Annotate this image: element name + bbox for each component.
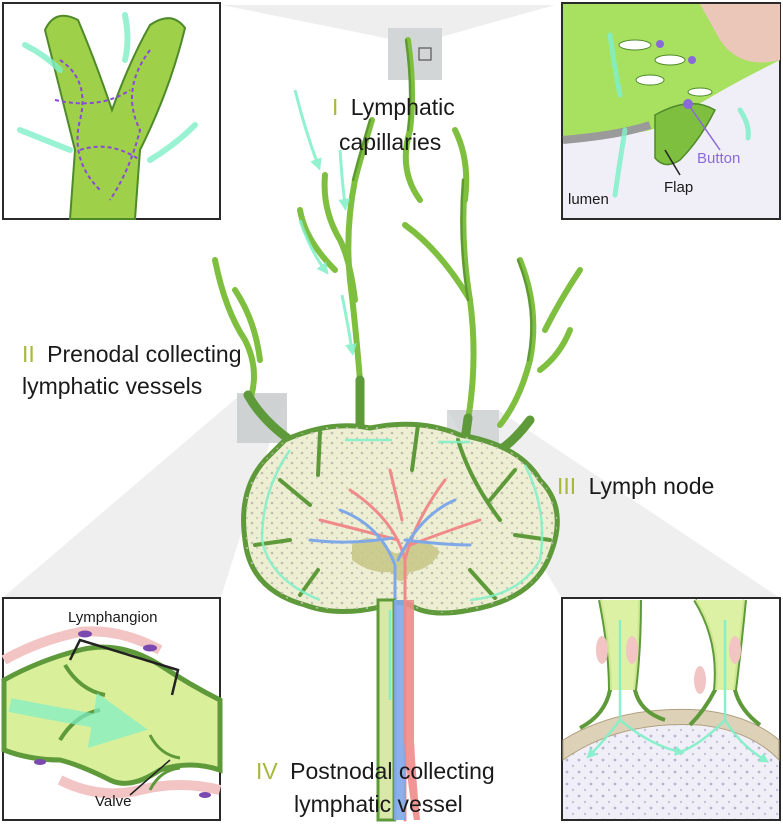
prenodal-line-1: Prenodal collecting bbox=[47, 341, 241, 367]
label-postnodal: IV Postnodal collecting bbox=[256, 758, 495, 784]
capillaries-line-2: capillaries bbox=[339, 129, 441, 155]
main-labels: I Lymphatic capillaries II Prenodal coll… bbox=[22, 94, 714, 817]
lymph-node-line-1: Lymph node bbox=[589, 473, 715, 499]
numeral-ii: II bbox=[22, 341, 35, 367]
inset-lymphangion: Lymphangion Valve bbox=[1, 597, 223, 821]
prenodal-line-2: lymphatic vessels bbox=[22, 373, 202, 399]
flap-label: Flap bbox=[664, 179, 693, 196]
lymph-flow-arrows bbox=[293, 89, 357, 356]
postnodal-line-1: Postnodal collecting bbox=[290, 758, 495, 784]
label-lymph-node: III Lymph node bbox=[557, 473, 714, 499]
numeral-iii: III bbox=[557, 473, 576, 499]
inset-button-junctions: Button Flap lumen bbox=[561, 2, 781, 220]
inset-node-entry bbox=[561, 597, 781, 821]
inset-capillary-branch bbox=[2, 2, 221, 220]
capillaries-line-1: Lymphatic bbox=[351, 94, 455, 120]
capillary-zoom-box bbox=[388, 28, 442, 80]
postnodal-line-2: lymphatic vessel bbox=[294, 791, 463, 817]
lymphangion-label: Lymphangion bbox=[68, 609, 158, 626]
lymphatic-capillaries bbox=[212, 37, 583, 455]
numeral-i: I bbox=[332, 94, 338, 120]
lumen-label: lumen bbox=[568, 191, 609, 208]
label-prenodal: II Prenodal collecting bbox=[22, 341, 242, 367]
button-label: Button bbox=[697, 150, 740, 167]
valve-label: Valve bbox=[95, 793, 131, 810]
lymph-node bbox=[241, 421, 560, 822]
numeral-iv: IV bbox=[256, 758, 278, 784]
label-capillaries: I Lymphatic bbox=[332, 94, 455, 120]
postnodal-vessel bbox=[376, 598, 420, 822]
